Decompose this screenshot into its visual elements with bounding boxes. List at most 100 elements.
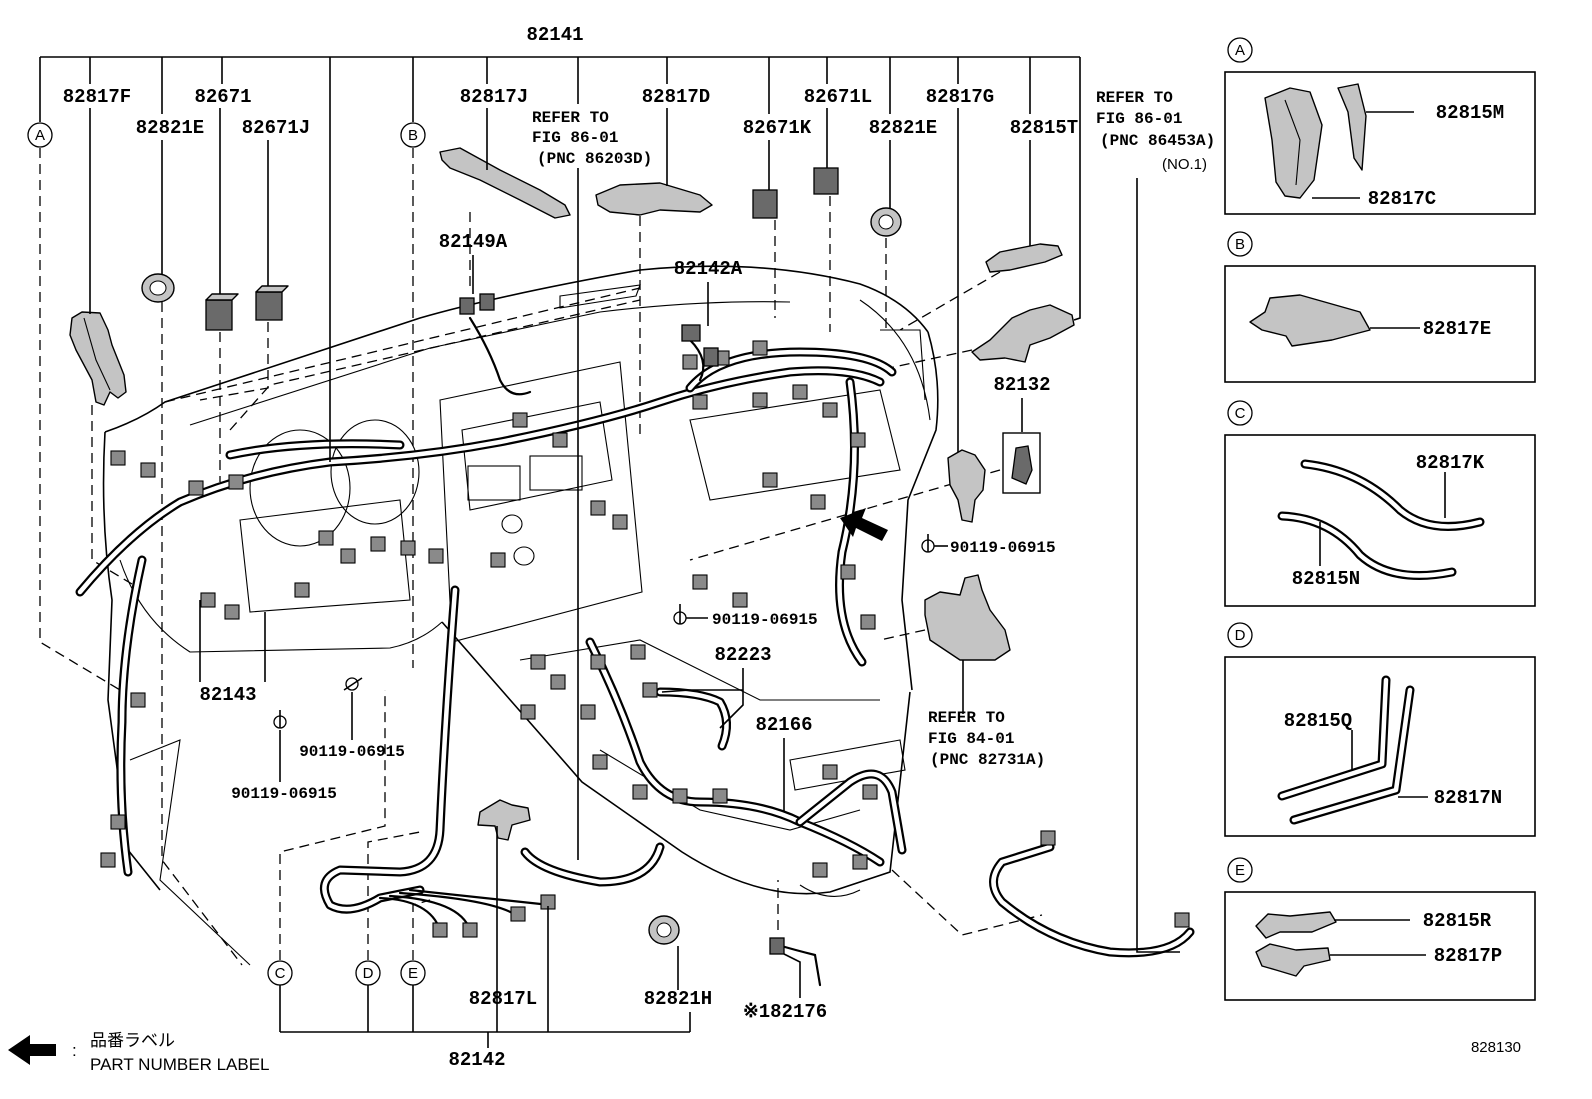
detail-view-c: C 82817K 82815N [1224, 400, 1536, 607]
marker-circle [1227, 400, 1253, 426]
callout-82176[interactable]: ※182176 [743, 1001, 827, 1023]
callout-bolt-lower-2[interactable]: 90119-06915 [231, 785, 337, 803]
marker-circle [1227, 231, 1253, 257]
part-82671L-connector [813, 167, 839, 195]
callout-82815M[interactable]: 82815M [1436, 102, 1504, 124]
callout-82815Q[interactable]: 82815Q [1284, 710, 1352, 732]
legend-label-ja: 品番ラベル [90, 1031, 175, 1050]
detail-view-d: D 82815Q 82817N [1224, 622, 1536, 837]
part-82149A-connector [459, 293, 495, 315]
part-82671J-connector [255, 285, 289, 321]
callout-82141[interactable]: 82141 [526, 24, 583, 46]
connector [400, 540, 416, 556]
callout-82143[interactable]: 82143 [199, 684, 256, 706]
marker-letter: E [1235, 862, 1245, 879]
guide-82671J [199, 322, 269, 401]
callout-82817L[interactable]: 82817L [469, 988, 537, 1010]
callout-82817N[interactable]: 82817N [1434, 787, 1502, 809]
callout-bolt-center[interactable]: 90119-06915 [712, 611, 818, 629]
center-stack [439, 361, 643, 643]
guide-ecu [879, 629, 926, 641]
ring-hole [149, 280, 167, 296]
connector [140, 462, 156, 478]
connector [318, 530, 334, 546]
connector [370, 536, 386, 552]
callout-bolt-right[interactable]: 90119-06915 [950, 539, 1056, 557]
callout-82671L[interactable]: 82671L [804, 86, 872, 108]
connector [812, 862, 828, 878]
callout-82817J[interactable]: 82817J [460, 86, 528, 108]
marker-circle [1227, 37, 1253, 63]
part-82821H-ring [648, 915, 680, 945]
callout-82223[interactable]: 82223 [714, 644, 771, 666]
ref-line: FIG 86-01 [532, 129, 618, 147]
connector [682, 354, 698, 370]
harness-main-trunk-core [77, 368, 883, 595]
marker-circle [1227, 622, 1253, 648]
callout-82817P[interactable]: 82817P [1434, 945, 1502, 967]
part-82731A-ecu [924, 574, 1011, 661]
callout-82671J[interactable]: 82671J [242, 117, 310, 139]
marker-circle [355, 960, 381, 986]
dash-top-slot [559, 284, 641, 309]
callout-82817F[interactable]: 82817F [63, 86, 131, 108]
connector [550, 674, 566, 690]
connector [792, 384, 808, 400]
callout-82817G[interactable]: 82817G [926, 86, 994, 108]
marker-circle [27, 122, 53, 148]
harness-82166-core [797, 771, 905, 853]
protector-body [985, 243, 1063, 273]
callout-82149A[interactable]: 82149A [439, 231, 508, 253]
callout-82817E[interactable]: 82817E [1423, 318, 1491, 340]
connector [100, 852, 116, 868]
connector [520, 704, 536, 720]
connector [512, 412, 528, 428]
ref-line[interactable]: (PNC 86203D) [537, 150, 652, 168]
protector-82817N-core [1291, 687, 1413, 823]
ref-line: FIG 86-01 [1096, 110, 1182, 128]
ref-line: REFER TO [1096, 89, 1173, 107]
ref-line[interactable]: (PNC 82731A) [930, 751, 1045, 769]
connector [110, 814, 126, 830]
callout-82821H[interactable]: 82821H [644, 988, 712, 1010]
callout-82821E-right[interactable]: 82821E [869, 117, 937, 139]
bracket-edge [83, 317, 111, 391]
callout-82815T[interactable]: 82815T [1010, 117, 1078, 139]
connector [340, 548, 356, 564]
connector-top [255, 285, 289, 293]
connector [732, 592, 748, 608]
bracket-82817E [1249, 294, 1371, 347]
callout-82815R[interactable]: 82815R [1423, 910, 1492, 932]
callout-82671[interactable]: 82671 [194, 86, 251, 108]
part-upper-bracket-right [971, 304, 1075, 363]
ref-line[interactable]: (PNC 86453A) [1100, 132, 1215, 150]
callout-82821E-left[interactable]: 82821E [136, 117, 204, 139]
connector-body [681, 324, 701, 342]
protector-82815Q-core [1279, 677, 1389, 799]
callout-82671K[interactable]: 82671K [743, 117, 812, 139]
guide-d [367, 831, 421, 960]
dash-right-side [901, 331, 939, 691]
connector [762, 472, 778, 488]
connector [462, 922, 478, 938]
callout-82817C[interactable]: 82817C [1368, 188, 1436, 210]
left-side-panel [129, 739, 251, 966]
callout-82815N[interactable]: 82815N [1292, 568, 1360, 590]
callout-82142[interactable]: 82142 [448, 1049, 505, 1071]
connector [200, 592, 216, 608]
connector [580, 704, 596, 720]
detail-view-b: B 82817E [1224, 231, 1536, 383]
callout-82817K[interactable]: 82817K [1416, 452, 1485, 474]
callout-bolt-lower-1[interactable]: 90119-06915 [299, 743, 405, 761]
harness-mid-loop-core [522, 844, 663, 885]
connector [130, 692, 146, 708]
callout-82142A[interactable]: 82142A [674, 258, 743, 280]
callout-82132[interactable]: 82132 [993, 374, 1050, 396]
marker-letter: E [408, 965, 418, 982]
callout-82166[interactable]: 82166 [755, 714, 812, 736]
callout-82817D[interactable]: 82817D [642, 86, 710, 108]
guide-a [39, 148, 121, 691]
bracket-body [971, 304, 1075, 363]
ring-hole [656, 922, 672, 938]
